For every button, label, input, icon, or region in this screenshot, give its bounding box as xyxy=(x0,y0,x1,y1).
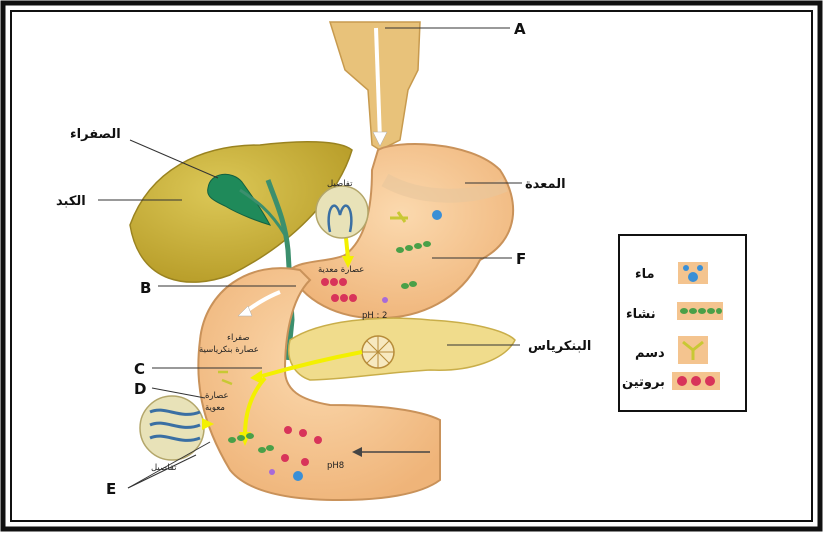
small-intestine xyxy=(197,267,441,502)
hepatic-duct xyxy=(239,188,287,236)
villi-flow-arrow xyxy=(202,418,214,430)
label-gastric-juice-bottom-1: عصارة xyxy=(205,391,229,401)
intestine-molecules xyxy=(218,370,322,481)
label-villi-top: تفاصيل xyxy=(327,179,353,189)
esophagus-arrow-head xyxy=(372,131,388,147)
esophagus xyxy=(328,21,421,151)
stomach-molecules xyxy=(321,210,442,303)
label-A: A xyxy=(514,20,526,38)
label-bile: الصفراء xyxy=(70,127,121,142)
water-molecule xyxy=(432,210,442,220)
stomach xyxy=(288,143,514,320)
bile-duct xyxy=(265,179,295,361)
label-B: B xyxy=(140,279,151,297)
legend-starch-label: نشاء xyxy=(626,307,656,322)
label-D: D xyxy=(134,380,146,398)
gastric-flow-arrow xyxy=(342,256,354,268)
inner-border xyxy=(10,10,813,522)
pancreatic-juice-flow xyxy=(261,350,363,378)
label-ph-stomach: pH : 2 xyxy=(362,311,387,321)
intestinal-juice-flow xyxy=(243,376,267,436)
legend-protein-label: بروتين xyxy=(622,375,665,390)
label-ph-intestine: pH8 xyxy=(327,461,344,471)
label-villi-bottom: تفاصيل xyxy=(151,463,177,473)
label-pancreas: البنكرياس xyxy=(528,339,591,354)
label-gastric-juice-top: عصارة معدية xyxy=(318,265,364,275)
gallbladder xyxy=(207,173,272,226)
label-bile-small: صفراء xyxy=(227,333,250,343)
stomach-fold xyxy=(381,173,508,203)
legend-fat-label: دسم xyxy=(635,346,665,361)
legend: ماء نشاء دسم بروتين xyxy=(618,234,747,412)
gland-folds xyxy=(327,204,353,233)
acinus-segments xyxy=(362,336,394,368)
pancreas xyxy=(288,317,516,381)
label-pancreatic-juice: عصارة بنكرياسية xyxy=(199,345,259,355)
label-C: C xyxy=(134,360,145,378)
pointer-lines xyxy=(98,27,522,489)
label-gastric-juice-bottom-2: معوية xyxy=(205,403,225,413)
legend-water-label: ماء xyxy=(635,267,655,282)
esophagus-flow-arrow xyxy=(374,27,382,141)
villi-folds xyxy=(149,408,201,442)
label-E: E xyxy=(106,480,116,498)
label-stomach: المعدة xyxy=(525,177,566,192)
label-liver: الكبد xyxy=(56,194,86,209)
pancreatic-flow-arrow xyxy=(250,370,262,384)
label-F: F xyxy=(516,250,526,268)
